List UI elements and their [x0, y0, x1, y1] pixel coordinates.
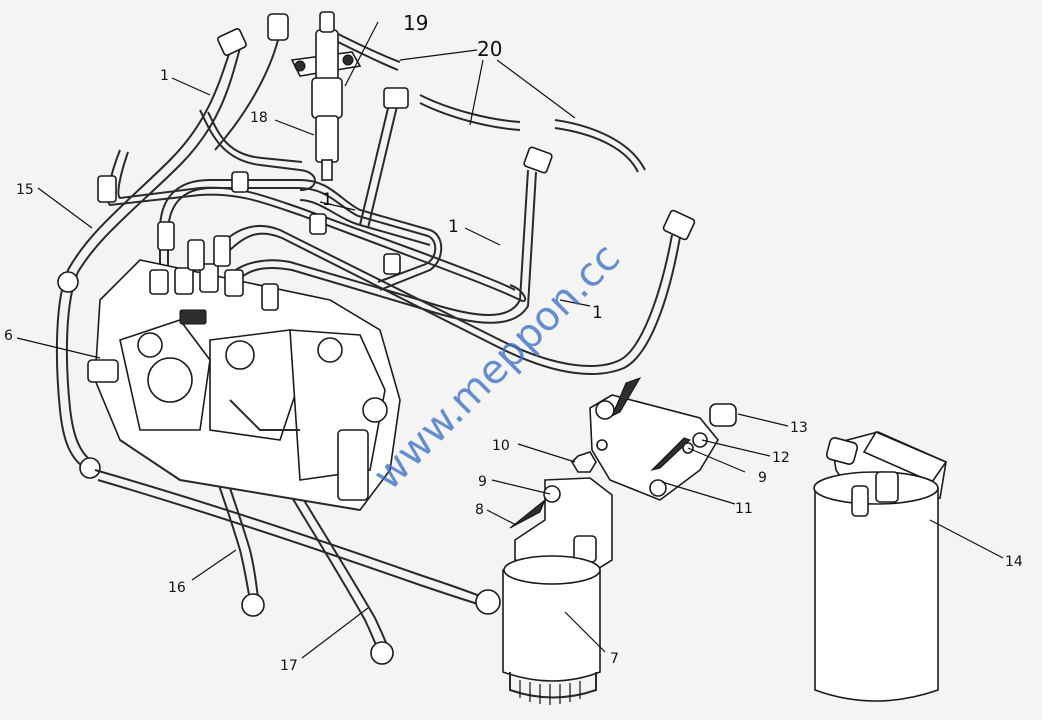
fuel-filter-7: [502, 477, 613, 705]
leader-lines: [16, 21, 1004, 659]
callout-18: 18: [250, 110, 268, 126]
callout-9: 9: [478, 474, 487, 490]
callout-1: 1: [592, 303, 603, 323]
callout-7: 7: [610, 651, 619, 667]
return-line-15: [55, 13, 289, 479]
callout-19: 19: [403, 11, 428, 35]
fuel-filter-14: [813, 430, 948, 702]
callout-20: 20: [477, 37, 502, 61]
callout-13: 13: [790, 420, 808, 436]
delivery-valves: [149, 221, 279, 311]
callout-labels: 1 1 1 1 6 7 8 9 9 10 11 12 13 14 15 16 1…: [4, 11, 1023, 674]
callout-1: 1: [160, 68, 169, 84]
callout-10: 10: [492, 438, 510, 454]
callout-11: 11: [735, 501, 753, 517]
injection-pump-6: [87, 221, 401, 511]
callout-8: 8: [475, 502, 484, 518]
injector-18: [290, 11, 362, 181]
callout-15: 15: [16, 182, 34, 198]
injection-pipes-1: [97, 87, 696, 375]
callout-9: 9: [758, 470, 767, 486]
callout-14: 14: [1005, 554, 1023, 570]
callout-1: 1: [448, 217, 459, 237]
feed-line-to-filter: [94, 469, 501, 615]
filter-bracket-11: [589, 377, 737, 501]
callout-12: 12: [772, 450, 790, 466]
callout-1: 1: [322, 190, 333, 210]
nut-10: [570, 451, 597, 473]
callout-6: 6: [4, 328, 13, 344]
callout-16: 16: [168, 580, 186, 596]
callout-17: 17: [280, 658, 298, 674]
